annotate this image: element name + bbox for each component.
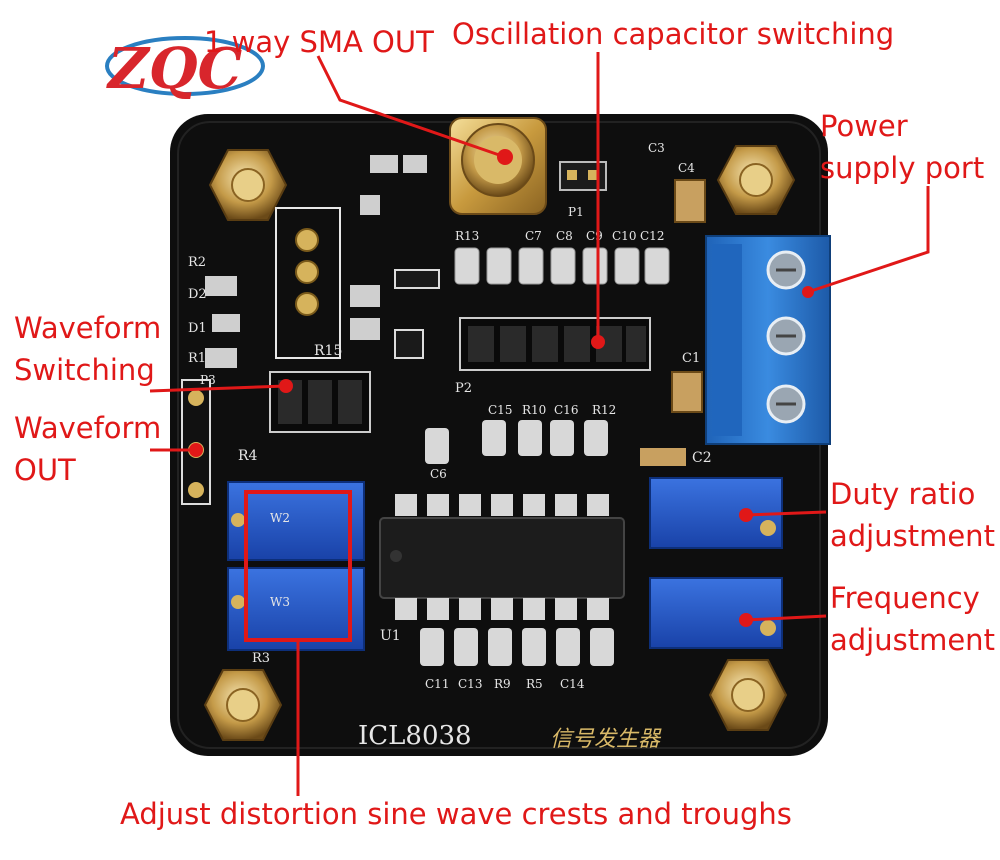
power-terminal-block xyxy=(705,235,831,445)
silk-d1: D1 xyxy=(188,321,207,336)
pin-header-3 xyxy=(275,207,341,359)
label-wave-switch-2: Switching xyxy=(14,353,155,387)
capacitor-row xyxy=(454,247,670,285)
silk-r2: R2 xyxy=(188,255,206,270)
silk-r15: R15 xyxy=(314,343,342,359)
silk-r3: R3 xyxy=(252,651,270,666)
silk-c10: C10 xyxy=(612,229,636,243)
sma-connector xyxy=(449,117,547,215)
silk-r12: R12 xyxy=(592,403,616,417)
chinese-label: 信号发生器 xyxy=(550,727,662,752)
label-sma-out: 1 way SMA OUT xyxy=(204,25,434,59)
label-freq-1: Frequency xyxy=(830,581,980,615)
label-distortion: Adjust distortion sine wave crests and t… xyxy=(120,797,792,831)
distortion-potentiometers xyxy=(227,481,365,651)
silk-c14: C14 xyxy=(560,677,585,691)
annotation-lines xyxy=(149,52,930,796)
waveform-out-header xyxy=(181,379,211,505)
label-duty-2: adjustment xyxy=(830,519,995,553)
silk-r13: R13 xyxy=(455,229,479,243)
silk-c16: C16 xyxy=(554,403,578,417)
silk-u1: U1 xyxy=(380,628,401,644)
frequency-potentiometer xyxy=(649,577,783,649)
icl8038-chip xyxy=(379,494,625,620)
silk-w2: W2 xyxy=(270,511,290,525)
silk-c2: C2 xyxy=(692,450,712,466)
silk-r10: R10 xyxy=(522,403,546,417)
silk-w3: W3 xyxy=(270,595,290,609)
silk-c12: C12 xyxy=(640,229,664,243)
label-wave-switch-1: Waveform xyxy=(14,311,162,345)
chip-label: ICL8038 xyxy=(358,721,472,751)
silk-r4: R4 xyxy=(238,448,258,464)
silk-p1: P1 xyxy=(568,205,584,219)
oscillation-jumper-header xyxy=(459,317,651,371)
silk-p3: P3 xyxy=(200,373,216,387)
silk-c9: C9 xyxy=(586,229,603,243)
silk-c13: C13 xyxy=(458,677,482,691)
label-wave-out-2: OUT xyxy=(14,453,76,487)
silk-c3: C3 xyxy=(648,141,665,155)
silk-c1: C1 xyxy=(682,351,700,366)
silk-c7: C7 xyxy=(525,229,542,243)
silk-r1: R1 xyxy=(188,351,206,366)
mounting-nut-top-left xyxy=(208,149,288,221)
logo-text: ZQC xyxy=(106,36,243,102)
label-osc-capacitor: Oscillation capacitor switching xyxy=(452,17,895,51)
silk-c15: C15 xyxy=(488,403,512,417)
silk-p2: P2 xyxy=(455,381,472,396)
zqc-logo: ZQC xyxy=(105,36,265,102)
label-duty-1: Duty ratio xyxy=(830,477,976,511)
silk-r9: R9 xyxy=(494,677,511,691)
silk-d2: D2 xyxy=(188,287,207,302)
label-wave-out-1: Waveform xyxy=(14,411,162,445)
silk-r5: R5 xyxy=(526,677,543,691)
label-power-1: Power xyxy=(820,109,908,143)
silk-c11: C11 xyxy=(425,677,449,691)
mounting-nut-bottom-right xyxy=(708,659,788,731)
label-power-2: supply port xyxy=(820,151,985,185)
silk-c6: C6 xyxy=(430,467,447,481)
silk-c4: C4 xyxy=(678,161,695,175)
silk-c8: C8 xyxy=(556,229,573,243)
mounting-nut-bottom-left xyxy=(203,669,283,741)
label-freq-2: adjustment xyxy=(830,623,995,657)
mounting-nut-top-right xyxy=(716,145,796,215)
